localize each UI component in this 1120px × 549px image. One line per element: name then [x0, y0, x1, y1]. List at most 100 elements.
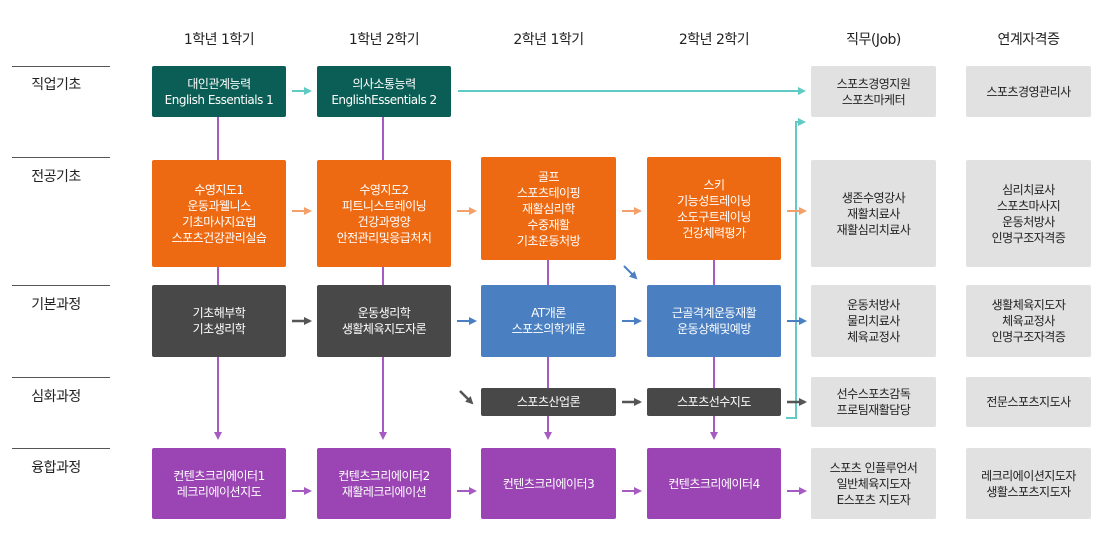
certificate-line: 인명구조자격증 — [991, 330, 1066, 344]
course-box-r1c1: 대인관계능력 English Essentials 1 — [152, 66, 286, 117]
course-line: 안전관리및응급처치 — [336, 230, 432, 245]
job-box-r2: 생존수영강사 재활치료사 재활심리치료사 — [811, 160, 936, 267]
column-header-certificate: 연계자격증 — [997, 32, 1060, 48]
course-line: 피트니스트레이닝 — [341, 198, 427, 213]
course-box-r3c4: 근골격계운동재활 운동상해및예방 — [647, 285, 781, 357]
course-line: 기능성트레이닝 — [677, 193, 751, 208]
job-line: 재활심리치료사 — [836, 222, 911, 237]
course-line: 컨텐츠크리에이터1 — [173, 468, 265, 483]
course-line: 재활레크리에이션 — [341, 484, 427, 499]
course-box-r2c2: 수영지도2 피트니스트레이닝 건강과영양 안전관리및응급처치 — [317, 160, 451, 267]
course-line: 운동생리학 — [357, 306, 411, 320]
job-box-r5: 스포츠 인플루언서 일반체육지도자 E스포츠 지도자 — [811, 448, 936, 519]
course-line: 스포츠선수지도 — [677, 395, 751, 409]
certificate-box-r2: 심리치료사 스포츠마사지 운동처방사 인명구조자격증 — [966, 160, 1091, 267]
job-line: 생존수영강사 — [841, 190, 906, 205]
course-box-r1c2: 의사소통능력 EnglishEssentials 2 — [317, 66, 451, 117]
column-header-y1s1: 1학년 1학기 — [183, 32, 255, 48]
course-line: 컨텐츠크리에이터3 — [502, 476, 595, 491]
job-line: 체육교정사 — [847, 330, 900, 344]
certificate-line: 전문스포츠지도사 — [986, 395, 1071, 409]
course-line: 근골격계운동재활 — [671, 306, 757, 320]
job-line: 스포츠마케터 — [841, 92, 906, 107]
course-box-r2c4: 스키 기능성트레이닝 소도구트레이닝 건강체력평가 — [647, 157, 781, 260]
column-header-y1s2: 1학년 2학기 — [348, 32, 420, 48]
certificate-box-r5: 레크리에이션지도자 생활스포츠지도자 — [966, 448, 1091, 519]
course-line: 수영지도2 — [359, 182, 409, 197]
job-line: 운동처방사 — [847, 298, 900, 312]
certificate-line: 스포츠마사지 — [996, 198, 1061, 213]
connector-diagonal-to-r4c3 — [459, 390, 474, 405]
course-box-r3c1: 기초해부학 기초생리학 — [152, 285, 286, 357]
certificate-line: 인명구조자격증 — [991, 230, 1066, 245]
course-box-r2c1: 수영지도1 운동과웰니스 기초마사지요법 스포츠건강관리실습 — [152, 160, 286, 267]
row-label-advanced-course: 심화과정 — [31, 389, 81, 405]
certificate-box-r3: 생활체육지도자 체육교정사 인명구조자격증 — [966, 285, 1091, 357]
course-box-r5c4: 컨텐츠크리에이터4 — [647, 448, 781, 519]
column-header-y2s1: 2학년 1학기 — [513, 32, 584, 48]
course-line: 수영지도1 — [194, 182, 244, 197]
course-line: 컨텐츠크리에이터2 — [338, 468, 430, 483]
course-box-r5c2: 컨텐츠크리에이터2 재활레크리에이션 — [317, 448, 451, 519]
course-line: English Essentials 1 — [164, 92, 274, 107]
course-box-r5c3: 컨텐츠크리에이터3 — [481, 448, 616, 519]
course-box-r2c3: 골프 스포츠테이핑 재활심리학 수중재활 기초운동처방 — [481, 157, 616, 260]
course-line: 수중재활 — [527, 217, 570, 232]
row-label-major-basics: 전공기초 — [31, 169, 81, 185]
course-line: 운동과웰니스 — [187, 198, 251, 213]
course-box-r3c2: 운동생리학 생활체육지도자론 — [317, 285, 451, 357]
row-divider — [12, 285, 110, 286]
course-line: 대인관계능력 — [187, 76, 251, 91]
connector-bracket-job — [786, 118, 806, 419]
row-label-vocational-basics: 직업기초 — [31, 77, 81, 93]
certificate-line: 스포츠경영관리사 — [986, 84, 1071, 99]
course-line: 소도구트레이닝 — [677, 209, 751, 224]
course-box-r5c1: 컨텐츠크리에이터1 레크리에이션지도 — [152, 448, 286, 519]
course-line: 의사소통능력 — [352, 76, 416, 91]
course-line: EnglishEssentials 2 — [331, 92, 437, 107]
course-line: 스포츠산업론 — [516, 395, 581, 409]
row-label-basic-course: 기본과정 — [31, 297, 81, 313]
certificate-line: 운동처방사 — [1002, 214, 1055, 229]
course-line: 스포츠테이핑 — [516, 185, 581, 200]
course-line: 스포츠의학개론 — [511, 322, 586, 336]
course-line: 기초생리학 — [192, 322, 246, 336]
certificate-box-r1: 스포츠경영관리사 — [966, 66, 1091, 117]
certificate-line: 체육교정사 — [1002, 314, 1055, 328]
certificate-line: 심리치료사 — [1002, 182, 1055, 197]
course-line: 건강체력평가 — [682, 225, 746, 240]
course-box-r3c3: AT개론 스포츠의학개론 — [481, 285, 616, 357]
job-line: 프로팀재활담당 — [836, 403, 911, 417]
job-box-r3: 운동처방사 물리치료사 체육교정사 — [811, 285, 936, 357]
course-line: 기초마사지요법 — [182, 214, 256, 229]
course-line: AT개론 — [531, 306, 566, 320]
course-line: 재활심리학 — [522, 201, 575, 216]
row-divider — [12, 157, 110, 158]
course-line: 골프 — [537, 169, 560, 184]
job-box-r4: 선수스포츠감독 프로팀재활담당 — [811, 377, 936, 427]
course-line: 건강과영양 — [357, 214, 411, 229]
course-line: 레크리에이션지도 — [176, 484, 262, 499]
course-box-r4c3: 스포츠산업론 — [481, 388, 616, 416]
course-line: 컨텐츠크리에이터4 — [668, 476, 760, 491]
course-line: 기초해부학 — [192, 306, 246, 320]
course-line: 운동상해및예방 — [677, 322, 751, 336]
row-divider — [12, 66, 110, 67]
job-line: E스포츠 지도자 — [836, 492, 911, 507]
job-line: 스포츠경영지원 — [836, 76, 911, 91]
column-header-job: 직무(Job) — [846, 32, 901, 48]
course-line: 스포츠건강관리실습 — [171, 230, 267, 245]
certificate-line: 생활스포츠지도자 — [986, 484, 1071, 499]
row-divider — [12, 377, 110, 378]
job-line: 스포츠 인플루언서 — [829, 460, 918, 475]
course-line: 스키 — [703, 177, 725, 192]
job-line: 물리치료사 — [847, 314, 900, 328]
job-box-r1: 스포츠경영지원 스포츠마케터 — [811, 66, 936, 117]
row-divider — [12, 448, 110, 449]
course-line: 생활체육지도자론 — [341, 322, 427, 336]
course-box-r4c4: 스포츠선수지도 — [647, 388, 781, 416]
job-line: 재활치료사 — [847, 206, 900, 221]
row-label-convergence-course: 융합과정 — [31, 460, 81, 476]
connector-diagonal-c3-to-c4 — [623, 265, 638, 280]
certificate-line: 생활체육지도자 — [991, 298, 1066, 312]
